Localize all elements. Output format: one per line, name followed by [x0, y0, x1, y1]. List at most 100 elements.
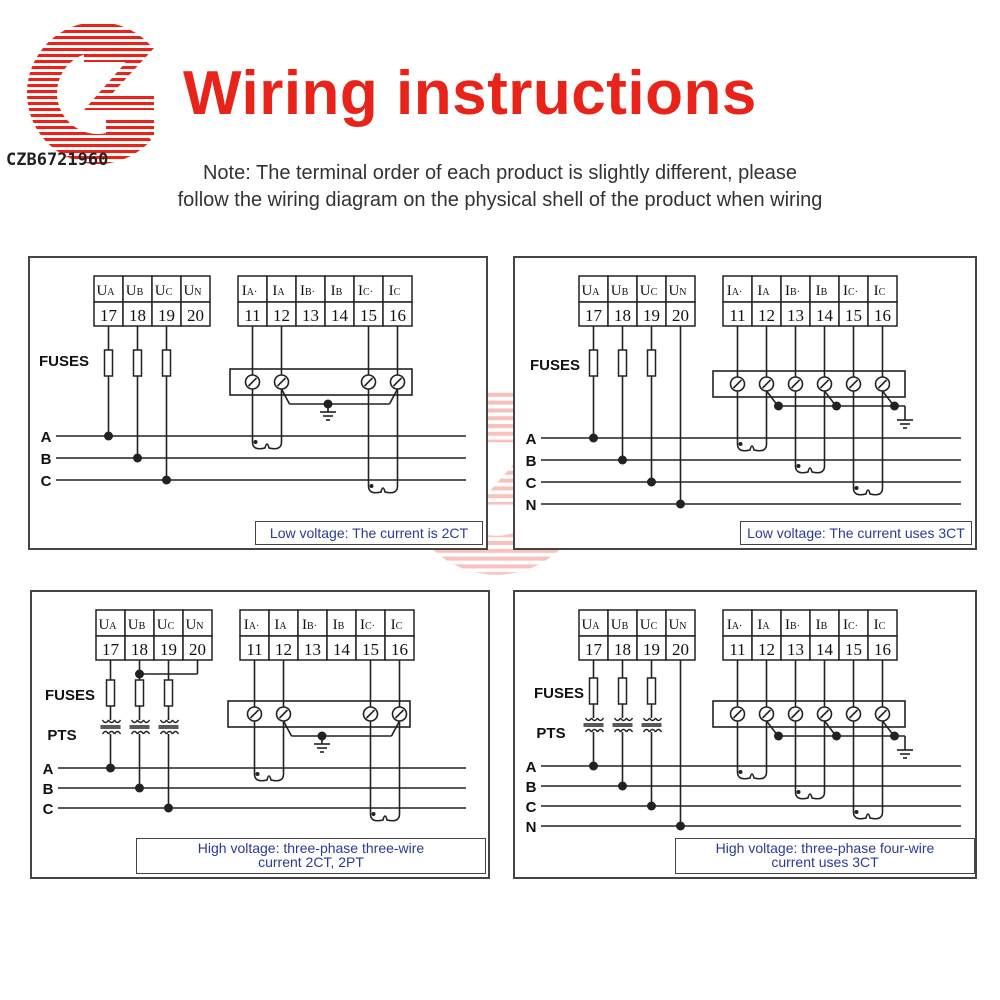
fuse-symbol — [134, 679, 145, 707]
pt-coil — [654, 717, 663, 722]
screw-slot — [848, 709, 859, 719]
voltage-terminal-label: UN — [668, 283, 686, 299]
current-terminal-label-cell — [239, 609, 270, 637]
voltage-terminal-label-cell — [182, 609, 213, 637]
current-terminal-label: IB· — [785, 283, 800, 299]
caption-line: High voltage: three-phase four-wire — [715, 840, 935, 856]
phase-label-b: B — [43, 781, 54, 798]
current-terminal-number: 14 — [816, 306, 834, 325]
voltage-terminal-number-cell — [122, 301, 153, 327]
current-transformer-loop — [253, 721, 285, 782]
voltage-terminal-label-cell — [665, 275, 696, 303]
current-terminal-number: 13 — [302, 306, 319, 325]
current-terminal-label-cell — [867, 275, 898, 303]
caption-line: Low voltage: The current uses 3CT — [747, 525, 965, 541]
screw-slot — [276, 377, 287, 387]
voltage-terminal-number: 18 — [614, 306, 631, 325]
current-terminal-label-cell — [809, 275, 840, 303]
current-terminal-number: 12 — [273, 306, 290, 325]
pt-coil — [107, 730, 116, 735]
pt-coil — [142, 730, 151, 735]
current-terminal-label: IA· — [242, 283, 258, 299]
current-terminal-number-cell — [324, 301, 355, 327]
pt-coil — [113, 719, 122, 724]
phase-label-a: A — [41, 429, 52, 446]
screw-slot — [247, 377, 258, 387]
ground-link — [765, 390, 778, 405]
fuses-label: FUSES — [534, 685, 584, 702]
pt-coil — [590, 717, 599, 722]
current-terminal-number: 11 — [244, 306, 260, 325]
pt-coil — [165, 730, 174, 735]
voltage-terminal-label: UN — [185, 617, 203, 633]
pt-coil — [596, 717, 605, 722]
fuses-label: FUSES — [39, 353, 89, 370]
current-transformer-loop — [794, 391, 826, 474]
current-terminal-number: 11 — [246, 640, 262, 659]
pt-coil — [584, 717, 593, 722]
ct-terminal-strip — [227, 700, 411, 728]
current-transformer-loop — [367, 389, 399, 494]
phase-label-c: C — [41, 473, 52, 490]
voltage-terminal-number: 20 — [672, 306, 689, 325]
voltage-terminal-number: 20 — [187, 306, 204, 325]
ct-polarity-dot — [796, 790, 801, 794]
phase-label-c: C — [526, 475, 537, 492]
page-title: Wiring instructions — [183, 59, 757, 128]
pt-coil — [654, 728, 663, 733]
pt-coil — [642, 717, 651, 722]
phase-label-b: B — [526, 779, 537, 796]
current-transformer-loop — [852, 391, 884, 496]
caption: High voltage: three-phase three-wire cur… — [136, 838, 486, 874]
pt-coil — [130, 730, 139, 735]
screw-slot — [761, 379, 772, 389]
current-transformer-loop — [794, 721, 826, 800]
pt-coil — [101, 719, 110, 724]
screw-slot — [732, 709, 743, 719]
ground-link — [765, 720, 778, 735]
voltage-terminal-number: 18 — [614, 640, 631, 659]
ground-link — [280, 388, 291, 405]
note-line-1: Note: The terminal order of each product… — [202, 162, 798, 184]
pt-coil — [171, 730, 180, 735]
current-terminal-number: 14 — [816, 640, 834, 659]
current-terminal-label: IB· — [785, 617, 800, 633]
voltage-terminal-label: UC — [157, 617, 175, 633]
voltage-terminal-number-cell — [95, 635, 126, 661]
current-terminal-label: IA — [757, 617, 770, 633]
voltage-terminal-label: UB — [611, 617, 629, 633]
voltage-terminal-number-cell — [124, 635, 155, 661]
current-terminal-label: IB — [816, 283, 828, 299]
pt-coil — [625, 717, 634, 722]
current-terminal-label: IC· — [358, 283, 373, 299]
current-terminal-number: 16 — [389, 306, 406, 325]
junction-dot — [104, 431, 113, 441]
current-terminal-number: 15 — [845, 306, 862, 325]
caption-line: High voltage: three-phase three-wire — [197, 840, 425, 856]
junction-dot — [618, 455, 627, 465]
screw-slot — [394, 709, 405, 719]
fuse-symbol — [132, 349, 143, 377]
screw-slot — [819, 379, 830, 389]
current-transformer-loop — [736, 721, 768, 780]
current-terminal-label: IA — [272, 283, 285, 299]
ground-link — [881, 720, 894, 735]
phase-label-a: A — [526, 759, 537, 776]
current-transformer-loop — [736, 391, 768, 452]
current-terminal-number: 11 — [729, 640, 745, 659]
ct-polarity-dot — [253, 440, 258, 444]
phase-label-b: B — [526, 453, 537, 470]
current-terminal-number-cell — [867, 301, 898, 327]
pt-coil — [648, 728, 657, 733]
current-terminal-label-cell — [751, 275, 782, 303]
voltage-terminal-number: 19 — [158, 306, 175, 325]
voltage-terminal-number: 17 — [585, 306, 603, 325]
fuse-symbol — [646, 677, 657, 705]
current-terminal-label: IB· — [300, 283, 315, 299]
pt-coil — [101, 730, 110, 735]
note: Note: The terminal order of each product… — [100, 160, 900, 214]
ct-polarity-dot — [796, 464, 801, 468]
